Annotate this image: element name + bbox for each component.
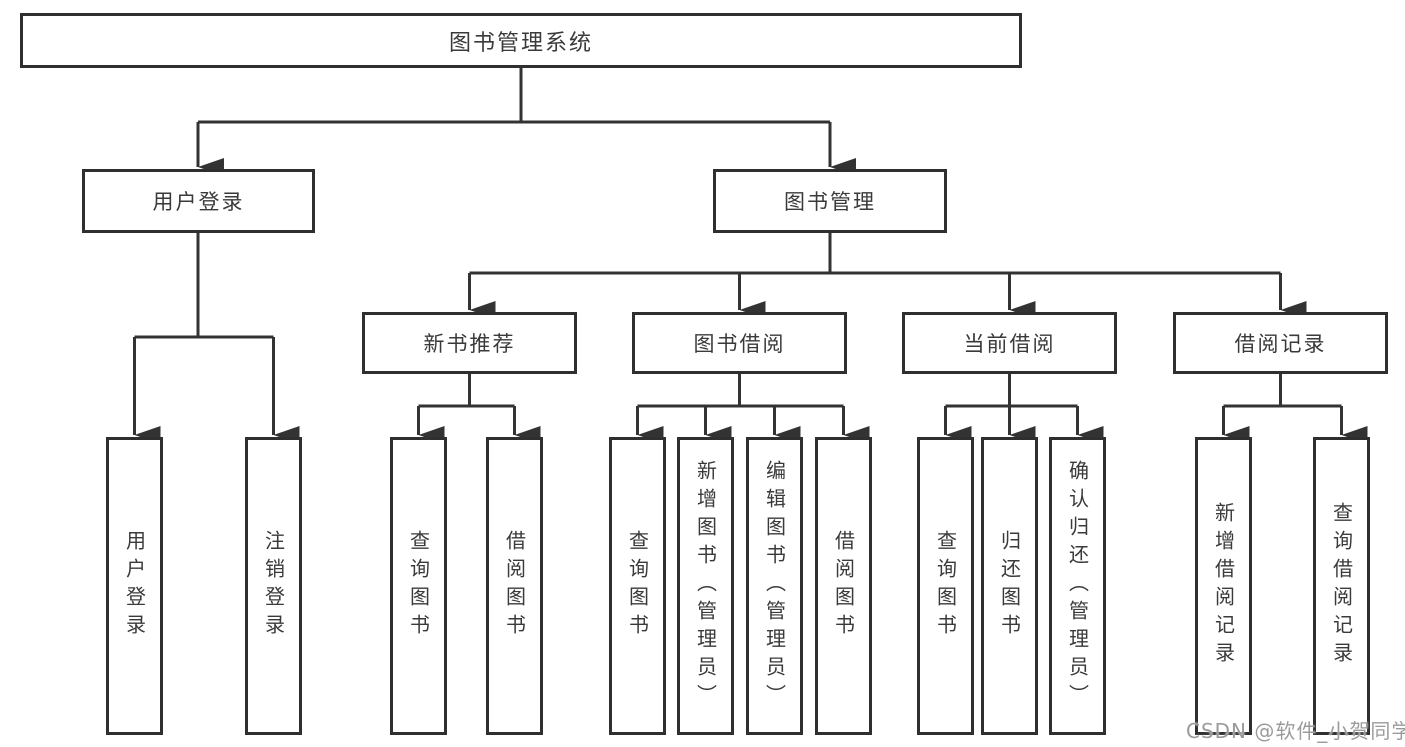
leaf-edit-book-admin: 编辑图书（管理员）: [746, 437, 803, 735]
node-label: 图书管理系统: [448, 30, 593, 56]
node-label: 新增图书（管理员）: [693, 460, 718, 712]
leaf-query-books-borrowing: 查询图书: [609, 437, 666, 735]
leaf-return-books: 归还图书: [981, 437, 1038, 735]
node-label: 归还图书: [997, 530, 1022, 642]
leaf-query-books-recommend: 查询图书: [390, 437, 447, 735]
leaf-add-book-admin: 新增图书（管理员）: [677, 437, 734, 735]
node-label: 图书借阅: [693, 332, 786, 356]
leaf-borrow-books-recommend: 借阅图书: [486, 437, 543, 735]
node-label: 借阅图书: [502, 530, 527, 642]
csdn-watermark: CSDN @软件_小贺同学: [1186, 719, 1405, 743]
node-borrowing-records: 借阅记录: [1173, 312, 1388, 374]
node-label: 用户登录: [122, 530, 147, 642]
node-new-book-recommend: 新书推荐: [362, 312, 577, 374]
node-book-management: 图书管理: [713, 169, 947, 233]
leaf-query-books-current: 查询图书: [917, 437, 974, 735]
node-label: 借阅图书: [831, 530, 856, 642]
leaf-borrow-books-borrowing: 借阅图书: [815, 437, 872, 735]
node-label: 新增借阅记录: [1211, 502, 1236, 670]
node-label: 注销登录: [261, 530, 286, 642]
node-user-login: 用户登录: [82, 169, 315, 233]
node-label: 借阅记录: [1234, 332, 1327, 356]
node-current-borrowing: 当前借阅: [902, 312, 1117, 374]
node-label: 确认归还（管理员）: [1065, 460, 1090, 712]
node-book-borrowing: 图书借阅: [632, 312, 847, 374]
leaf-user-login: 用户登录: [106, 437, 163, 735]
leaf-query-borrow-record: 查询借阅记录: [1313, 437, 1370, 735]
leaf-logout: 注销登录: [245, 437, 302, 735]
node-label: 图书管理: [784, 190, 876, 214]
leaf-add-borrow-record: 新增借阅记录: [1195, 437, 1252, 735]
node-label: 查询图书: [933, 530, 958, 642]
leaf-confirm-return-admin: 确认归还（管理员）: [1049, 437, 1106, 735]
node-label: 查询图书: [406, 530, 431, 642]
node-label: 编辑图书（管理员）: [762, 460, 787, 712]
node-library-system: 图书管理系统: [20, 13, 1022, 68]
node-label: 用户登录: [152, 190, 245, 214]
node-label: 查询借阅记录: [1329, 502, 1354, 670]
node-label: 新书推荐: [423, 332, 516, 356]
node-label: 查询图书: [625, 530, 650, 642]
node-label: 当前借阅: [963, 332, 1056, 356]
